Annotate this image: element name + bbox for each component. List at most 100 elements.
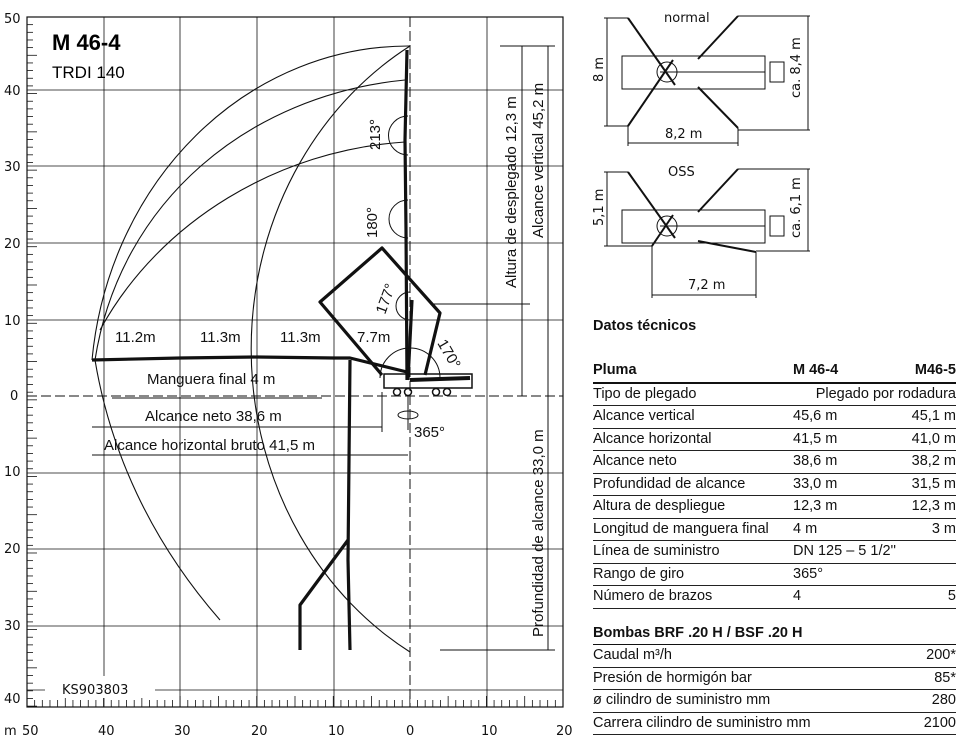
segment-label: 11.2m — [115, 329, 156, 346]
row-value: 12,3 m — [911, 498, 956, 514]
angle-label: 213° — [367, 119, 384, 150]
y-tick: 20 — [4, 237, 21, 252]
table-row: Carrera cilindro de suministro mm 2100 — [593, 713, 956, 735]
row-value: 12,3 m — [793, 498, 838, 514]
x-tick: 20 — [556, 724, 573, 739]
oss-overall: ca. 6,1 m — [789, 177, 804, 238]
row-label: Alcance neto — [593, 453, 677, 469]
table-row: Altura de despliegue 12,3 m 12,3 m — [593, 496, 956, 519]
row-label: Alcance horizontal — [593, 430, 712, 447]
row-value: 45,1 m — [911, 408, 956, 424]
outrigger-oss — [604, 168, 810, 298]
outrigger-normal — [604, 15, 810, 146]
y-tick: 10 — [4, 314, 21, 329]
table-row: Alcance horizontal 41,5 m 41,0 m — [593, 429, 956, 451]
row-value: 4 m — [793, 520, 818, 537]
boom — [91, 49, 442, 651]
bombas-title: Bombas BRF .20 H / BSF .20 H — [593, 625, 803, 641]
angle-label: 177° — [373, 281, 400, 316]
row-value — [896, 541, 956, 563]
slew-angle-label: 365° — [414, 424, 445, 441]
axis-ticks — [26, 16, 564, 707]
row-value: 33,0 m — [793, 475, 838, 492]
angle-label: 180° — [364, 207, 381, 238]
row-value: 5 — [947, 588, 956, 604]
row-value: 31,5 m — [911, 475, 956, 492]
row-value: 41,5 m — [793, 430, 838, 447]
row-label: Tipo de plegado — [593, 385, 697, 402]
row-value: 38,2 m — [911, 453, 956, 469]
table-row: Alcance vertical 45,6 m 45,1 m — [593, 406, 956, 429]
row-label: Carrera cilindro de suministro mm — [593, 714, 811, 731]
drawing-code: KS903803 — [62, 683, 128, 698]
unfold-height-label: Altura de desplegado 12,3 m — [503, 96, 520, 288]
row-label: ø cilindro de suministro mm — [593, 692, 771, 708]
normal-overall: ca. 8,4 m — [789, 37, 804, 98]
dimension-lines — [92, 45, 555, 651]
row-value: 2100 — [923, 714, 956, 731]
row-label: Alcance vertical — [593, 408, 695, 424]
segment-label: 11.3m — [200, 329, 241, 346]
y-tick: 0 — [10, 389, 18, 404]
row-label: Rango de giro — [593, 565, 685, 582]
row-value: Plegado por rodadura — [815, 385, 956, 402]
grid — [26, 16, 564, 708]
x-tick: 40 — [98, 724, 115, 739]
row-value: 4 — [793, 588, 802, 604]
reach-envelope — [91, 45, 411, 653]
row-value: 3 m — [931, 520, 956, 537]
table-row: Tipo de plegado Plegado por rodadura — [593, 384, 956, 406]
header-cell: Pluma — [593, 362, 637, 378]
oss-title: OSS — [668, 165, 695, 180]
y-axis-labels: 50 40 30 20 10 0 10 20 30 40 — [4, 12, 21, 707]
unit-label: m — [4, 724, 17, 739]
oss-length: 7,2 m — [688, 278, 725, 293]
row-value: 38,6 m — [793, 453, 838, 469]
header-cell: M 46-4 — [793, 362, 839, 378]
normal-width: 8 m — [592, 57, 607, 82]
normal-length: 8,2 m — [665, 127, 702, 142]
depth-label: Profundidad de alcance 33,0 m — [530, 429, 547, 637]
row-label: Número de brazos — [593, 588, 713, 604]
model-title: M 46-4 — [52, 30, 121, 55]
row-label: Profundidad de alcance — [593, 475, 746, 492]
table-row: Profundidad de alcance 33,0 m 31,5 m — [593, 474, 956, 496]
table-row: Presión de hormigón bar 85* — [593, 668, 956, 690]
y-tick: 30 — [4, 160, 21, 175]
header-cell: M46-5 — [914, 362, 956, 378]
row-value: 280 — [931, 692, 956, 708]
row-label: Caudal m³/h — [593, 647, 672, 663]
net-reach-label: Alcance neto 38,6 m — [145, 408, 282, 425]
x-tick: 30 — [174, 724, 191, 739]
segment-label: 7.7m — [357, 329, 390, 346]
row-value: 45,6 m — [793, 408, 838, 424]
segment-labels: 11.2m 11.3m 11.3m 7.7m 213° 180° 177° 17… — [115, 119, 464, 441]
y-tick: 50 — [4, 12, 21, 27]
truck-icon — [383, 373, 473, 397]
row-value: 85* — [934, 669, 956, 686]
y-tick: 20 — [4, 542, 21, 557]
x-tick: 10 — [481, 724, 498, 739]
y-tick: 40 — [4, 692, 21, 707]
row-label: Longitud de manguera final — [593, 520, 769, 537]
row-label: Altura de despliegue — [593, 498, 726, 514]
oss-width: 5,1 m — [592, 189, 607, 226]
y-tick: 30 — [4, 619, 21, 634]
table-row: Alcance neto 38,6 m 38,2 m — [593, 451, 956, 474]
joint-angles — [379, 115, 441, 430]
x-tick: 50 — [22, 724, 39, 739]
table-row: Número de brazos 4 5 — [593, 586, 956, 609]
table-header: Pluma M 46-4 M46-5 — [593, 360, 956, 384]
row-label: Presión de hormigón bar — [593, 669, 752, 686]
x-tick: 20 — [251, 724, 268, 739]
hose-label: Manguera final 4 m — [147, 371, 275, 388]
row-value: 41,0 m — [911, 430, 956, 447]
row-value: DN 125 – 5 1/2'' — [793, 543, 897, 559]
datos-table: Pluma M 46-4 M46-5 Tipo de plegado Plega… — [593, 360, 956, 609]
engine-subtitle: TRDI 140 — [52, 63, 125, 82]
